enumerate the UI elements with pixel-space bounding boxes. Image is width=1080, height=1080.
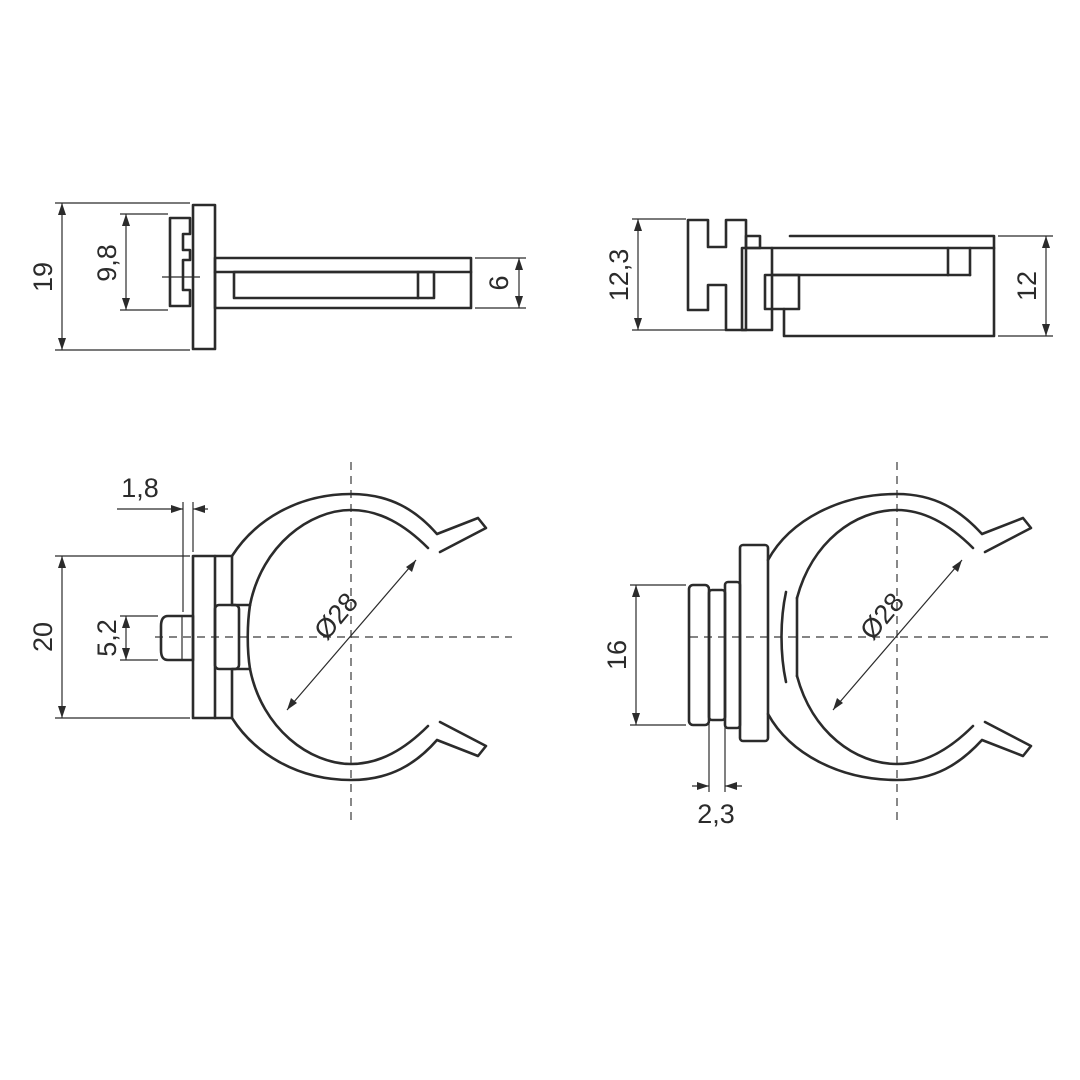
front-view-a: Ø28 1,8 20 5,2: [28, 462, 512, 820]
dim-thickness: 1,8: [121, 473, 159, 503]
dim-body-height-b: 12: [1012, 271, 1042, 301]
dim-base-height: 20: [28, 622, 58, 652]
side-view-a: 19 9,8 6: [28, 202, 526, 351]
side-view-b: 12,3 12: [604, 218, 1053, 338]
dim-overall-height-b: 12,3: [604, 249, 634, 302]
dim-body-height: 6: [484, 275, 514, 290]
front-view-b: Ø28 16 2,3: [602, 462, 1050, 829]
dim-stud-height: 5,2: [92, 619, 122, 657]
dim-center-height: 9,8: [92, 244, 122, 282]
dim-base-height-b: 16: [602, 640, 632, 670]
dim-overall-height: 19: [28, 262, 58, 292]
dim-flange-thickness: 2,3: [697, 799, 735, 829]
